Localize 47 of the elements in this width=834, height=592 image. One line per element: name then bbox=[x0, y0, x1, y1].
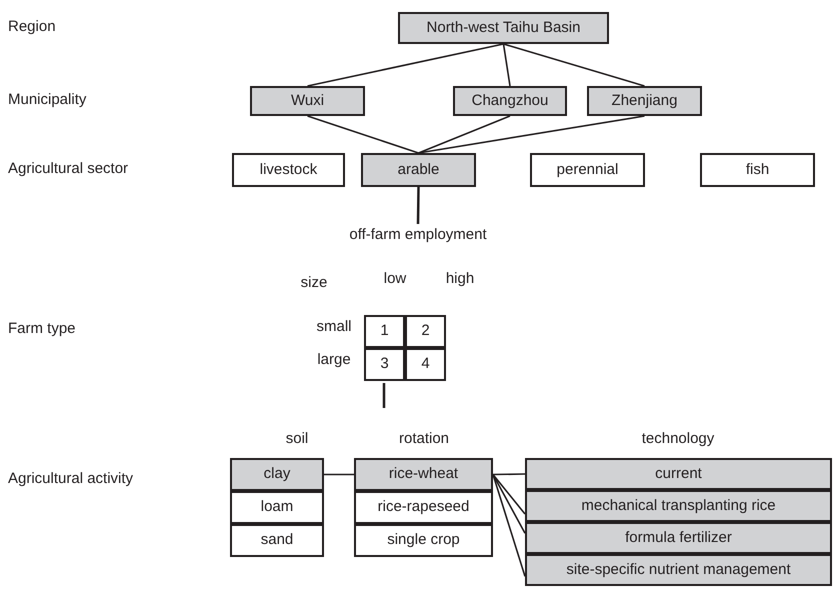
connector-line bbox=[502, 44, 511, 86]
category-box: single crop bbox=[354, 524, 493, 557]
category-box: arable bbox=[361, 153, 476, 187]
connector-line bbox=[307, 43, 504, 87]
farm-type-cell: 2 bbox=[405, 315, 446, 348]
connector-line bbox=[418, 115, 510, 154]
category-box: sand bbox=[230, 524, 324, 557]
row-label: Farm type bbox=[8, 320, 76, 339]
category-box: formula fertilizer bbox=[525, 522, 832, 554]
node-label: off-farm employment bbox=[338, 224, 498, 246]
farm-type-cell: 4 bbox=[405, 348, 446, 381]
category-box: loam bbox=[230, 491, 324, 524]
farm-type-cell: 3 bbox=[364, 348, 405, 381]
row-label: soil bbox=[286, 430, 308, 449]
category-box: rice-wheat bbox=[354, 458, 493, 491]
row-label: Agricultural activity bbox=[8, 470, 134, 489]
connector-line bbox=[418, 115, 645, 154]
row-label: Agricultural sector bbox=[8, 160, 128, 179]
row-label: high bbox=[446, 270, 474, 289]
category-box: clay bbox=[230, 458, 324, 491]
category-box: livestock bbox=[232, 153, 345, 187]
category-box: current bbox=[525, 458, 832, 490]
connector-line bbox=[492, 474, 526, 514]
category-box: site-specific nutrient management bbox=[525, 554, 832, 586]
category-box: perennial bbox=[530, 153, 645, 187]
farm-type-cell: 1 bbox=[364, 315, 405, 348]
row-label: small bbox=[316, 318, 352, 337]
connector-line bbox=[382, 383, 386, 408]
category-box: Changzhou bbox=[453, 86, 567, 116]
category-box: Zhenjiang bbox=[587, 86, 702, 116]
row-label: size bbox=[300, 274, 328, 293]
row-label: rotation bbox=[398, 430, 450, 449]
category-box: rice-rapeseed bbox=[354, 491, 493, 524]
category-box: Wuxi bbox=[250, 86, 365, 116]
row-label: large bbox=[317, 351, 351, 370]
category-box: mechanical transplanting rice bbox=[525, 490, 832, 522]
connector-line bbox=[307, 115, 419, 154]
connector-line bbox=[324, 474, 354, 476]
connector-line bbox=[503, 43, 645, 87]
row-label: low bbox=[384, 270, 406, 289]
row-label: Municipality bbox=[8, 91, 86, 110]
row-label: technology bbox=[642, 430, 714, 449]
category-box: North-west Taihu Basin bbox=[398, 12, 609, 44]
category-box: fish bbox=[700, 153, 815, 187]
connector-line bbox=[416, 186, 420, 224]
connector-line bbox=[492, 473, 526, 476]
row-label: Region bbox=[8, 18, 56, 37]
